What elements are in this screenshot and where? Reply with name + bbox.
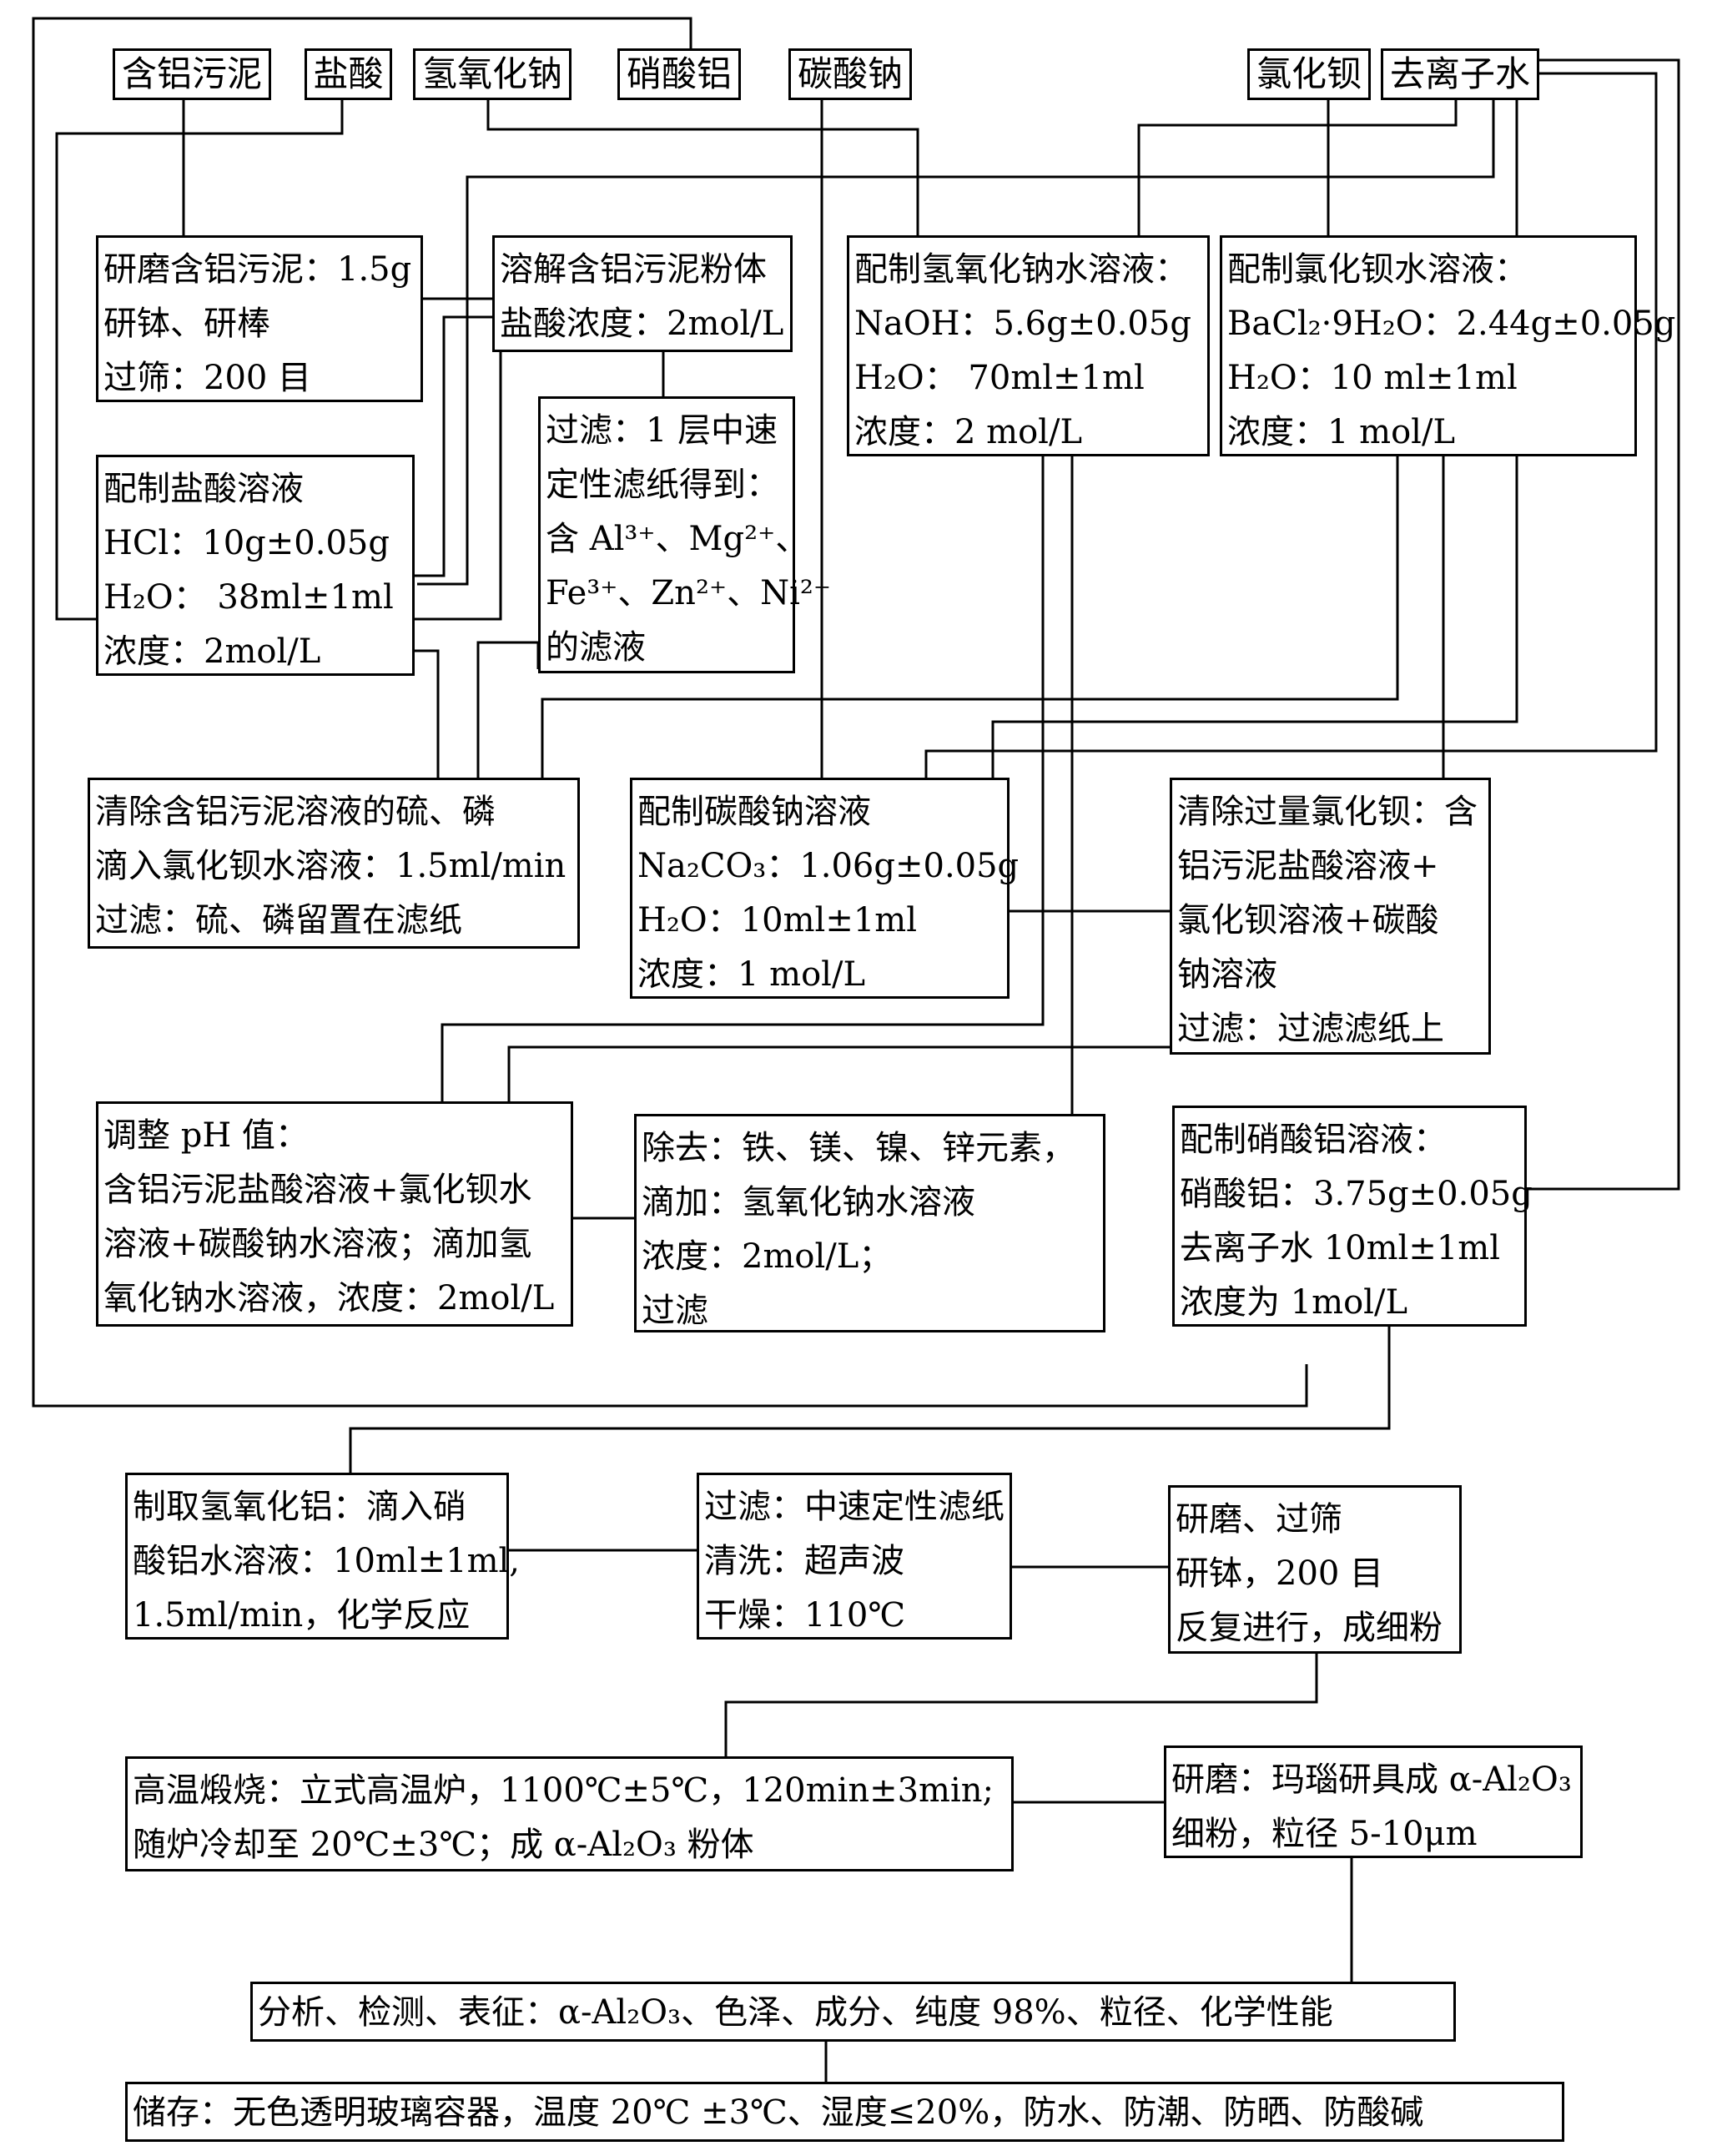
- step-line: 研磨：玛瑙研具成 α-Al₂O₃: [1171, 1761, 1572, 1799]
- step-line: 清除过量氯化钡：含: [1177, 793, 1478, 831]
- step-line: 研钵，200 目: [1176, 1554, 1384, 1593]
- step-line: Na₂CO₃：1.06g±0.05g: [637, 847, 1020, 885]
- step-line: 溶液+碳酸钠水溶液；滴加氢: [103, 1225, 532, 1263]
- step-line: 除去：铁、镁、镍、锌元素，: [642, 1129, 1075, 1167]
- step-alnitrate-solution: 配制硝酸铝溶液： 硝酸铝：3.75g±0.05g 去离子水 10ml±1ml 浓…: [1172, 1106, 1533, 1327]
- input-naoh: 氢氧化钠: [413, 48, 572, 100]
- step-line: 配制盐酸溶液: [103, 470, 304, 508]
- step-line: 1.5ml/min，化学反应: [133, 1596, 471, 1635]
- step-line: 清除含铝污泥溶液的硫、磷: [95, 793, 496, 831]
- step-line: 分析、检测、表征：α-Al₂O₃、色泽、成分、纯度 98%、粒径、化学性能: [258, 1993, 1333, 2032]
- step-line: 研磨含铝污泥：1.5g: [103, 250, 412, 289]
- input-hcl: 盐酸: [305, 48, 392, 100]
- step-grind-sludge: 研磨含铝污泥：1.5g 研钵、研棒 过筛：200 目: [96, 235, 423, 402]
- step-line: 浓度：2mol/L: [103, 632, 321, 671]
- step-analysis: 分析、检测、表征：α-Al₂O₃、色泽、成分、纯度 98%、粒径、化学性能: [250, 1982, 1456, 2042]
- step-line: 配制氯化钡水溶液：: [1227, 250, 1528, 289]
- step-line: 盐酸浓度：2mol/L: [500, 305, 784, 343]
- step-na2co3-solution: 配制碳酸钠溶液 Na₂CO₃：1.06g±0.05g H₂O：10ml±1ml …: [630, 778, 1020, 999]
- step-make-aloh3: 制取氢氧化铝：滴入硝 酸铝水溶液：10ml±1ml, 1.5ml/min，化学反…: [125, 1473, 521, 1640]
- step-line: HCl：10g±0.05g: [103, 524, 390, 562]
- step-remove-metals: 除去：铁、镁、镍、锌元素， 滴加：氢氧化钠水溶液 浓度：2mol/L； 过滤: [634, 1114, 1105, 1332]
- step-line: 高温煅烧：立式高温炉，1100℃±5℃，120min±3min;: [133, 1771, 994, 1810]
- step-filter-1: 过滤：1 层中速 定性滤纸得到： 含 Al³⁺、Mg²⁺、 Fe³⁺、Zn²⁺、…: [538, 396, 832, 673]
- step-line: 含 Al³⁺、Mg²⁺、: [546, 520, 809, 558]
- input-water: 去离子水: [1381, 48, 1539, 100]
- step-line: 干燥：110℃: [704, 1596, 906, 1635]
- step-filter-2: 过滤：中速定性滤纸 清洗：超声波 干燥：110℃: [697, 1473, 1012, 1640]
- step-line: 硝酸铝：3.75g±0.05g: [1180, 1175, 1533, 1213]
- input-sludge: 含铝污泥: [113, 48, 271, 100]
- step-line: 调整 pH 值：: [103, 1116, 309, 1155]
- step-line: 浓度：1 mol/L: [637, 955, 866, 994]
- step-line: 浓度为 1mol/L: [1180, 1283, 1408, 1322]
- step-line: Fe³⁺、Zn²⁺、Ni²⁺: [546, 574, 832, 612]
- step-remove-excess-bacl2: 清除过量氯化钡：含 铝污泥盐酸溶液+ 氯化钡溶液+碳酸 钠溶液 过滤：过滤滤纸上: [1170, 778, 1491, 1055]
- step-naoh-solution: 配制氢氧化钠水溶液： NaOH：5.6g±0.05g H₂O： 70ml±1ml…: [847, 235, 1210, 456]
- step-line: 氯化钡溶液+碳酸: [1177, 901, 1439, 939]
- step-line: 研钵、研棒: [103, 305, 270, 343]
- step-grind-sieve: 研磨、过筛 研钵，200 目 反复进行，成细粉: [1168, 1485, 1462, 1654]
- step-line: 浓度：2 mol/L: [854, 413, 1083, 451]
- step-adjust-ph: 调整 pH 值： 含铝污泥盐酸溶液+氯化钡水 溶液+碳酸钠水溶液；滴加氢 氧化钠…: [96, 1101, 573, 1327]
- step-line: 浓度：2mol/L；: [642, 1237, 893, 1276]
- step-grind-agate: 研磨：玛瑙研具成 α-Al₂O₃ 细粉，粒径 5-10μm: [1164, 1745, 1583, 1858]
- step-bacl2-solution: 配制氯化钡水溶液： BaCl₂·9H₂O：2.44g±0.05g H₂O：10 …: [1220, 235, 1676, 456]
- step-line: 钠溶液: [1177, 955, 1277, 994]
- step-line: BaCl₂·9H₂O：2.44g±0.05g: [1227, 305, 1676, 343]
- step-remove-sulfur-phosphorus: 清除含铝污泥溶液的硫、磷 滴入氯化钡水溶液：1.5ml/min 过滤：硫、磷留置…: [88, 778, 580, 949]
- step-dissolve: 溶解含铝污泥粉体 盐酸浓度：2mol/L: [492, 235, 793, 352]
- step-line: 浓度：1 mol/L: [1227, 413, 1456, 451]
- step-line: 滴加：氢氧化钠水溶液: [642, 1183, 975, 1222]
- step-line: 定性滤纸得到：: [546, 466, 779, 504]
- step-line: 氧化钠水溶液，浓度：2mol/L: [103, 1279, 555, 1317]
- step-line: 过滤：硫、磷留置在滤纸: [95, 901, 462, 939]
- step-line: H₂O： 38ml±1ml: [103, 578, 394, 617]
- input-na2co3: 碳酸钠: [788, 48, 912, 100]
- step-line: 过滤：1 层中速: [546, 411, 778, 450]
- step-line: 含铝污泥盐酸溶液+氯化钡水: [103, 1171, 532, 1209]
- step-line: 配制氢氧化钠水溶液：: [854, 250, 1188, 289]
- step-line: 过筛：200 目: [103, 359, 312, 397]
- step-line: 细粉，粒径 5-10μm: [1171, 1815, 1478, 1853]
- step-storage: 储存：无色透明玻璃容器，温度 20℃ ±3℃、湿度≤20%，防水、防潮、防晒、防…: [125, 2082, 1564, 2142]
- step-line: 清洗：超声波: [704, 1542, 904, 1580]
- input-alnitrate: 硝酸铝: [617, 48, 741, 100]
- step-line: 过滤：过滤滤纸上: [1177, 1010, 1444, 1048]
- step-calcine: 高温煅烧：立式高温炉，1100℃±5℃，120min±3min; 随炉冷却至 2…: [125, 1756, 1014, 1871]
- step-line: 随炉冷却至 20℃±3℃；成 α-Al₂O₃ 粉体: [133, 1826, 754, 1864]
- step-line: 酸铝水溶液：10ml±1ml,: [133, 1542, 521, 1580]
- step-line: H₂O：10ml±1ml: [637, 901, 918, 939]
- step-line: 的滤液: [546, 628, 646, 667]
- step-line: 配制碳酸钠溶液: [637, 793, 871, 831]
- step-hcl-solution: 配制盐酸溶液 HCl：10g±0.05g H₂O： 38ml±1ml 浓度：2m…: [96, 455, 415, 676]
- step-line: 储存：无色透明玻璃容器，温度 20℃ ±3℃、湿度≤20%，防水、防潮、防晒、防…: [133, 2093, 1424, 2132]
- step-line: 过滤: [642, 1292, 708, 1330]
- step-line: H₂O： 70ml±1ml: [854, 359, 1145, 397]
- step-line: 过滤：中速定性滤纸: [704, 1488, 1005, 1526]
- step-line: H₂O：10 ml±1ml: [1227, 359, 1518, 397]
- step-line: 滴入氯化钡水溶液：1.5ml/min: [95, 847, 566, 885]
- step-line: 去离子水 10ml±1ml: [1180, 1229, 1501, 1267]
- step-line: 研磨、过筛: [1176, 1500, 1342, 1539]
- step-line: 反复进行，成细粉: [1176, 1609, 1443, 1647]
- step-line: 溶解含铝污泥粉体: [500, 250, 767, 289]
- step-line: 制取氢氧化铝：滴入硝: [133, 1488, 466, 1526]
- input-bacl2: 氯化钡: [1247, 48, 1371, 100]
- step-line: 配制硝酸铝溶液：: [1180, 1121, 1447, 1159]
- step-line: NaOH：5.6g±0.05g: [854, 305, 1191, 343]
- step-line: 铝污泥盐酸溶液+: [1177, 847, 1439, 885]
